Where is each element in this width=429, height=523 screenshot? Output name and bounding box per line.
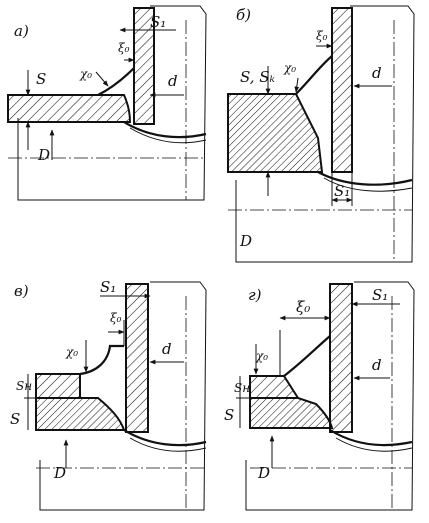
panel-b-letter: б) <box>236 6 251 24</box>
panel-v-sn-label: Sн <box>16 379 32 393</box>
panel-g: г) ξ₀ S₁ χ₀ Sн S d D <box>224 281 415 511</box>
panel-a-weld-fillet <box>97 67 135 96</box>
panel-v-xi-label: ξ₀ <box>110 311 122 325</box>
panel-g-d-label: d <box>372 356 382 374</box>
panel-v: в) S₁ ξ₀ χ₀ Sн S d D <box>10 278 207 511</box>
panel-b-xi-label: ξ₀ <box>316 29 328 43</box>
panel-g-weld-fillet <box>283 335 331 377</box>
panel-a-bore-curve <box>123 121 207 139</box>
panel-g-s-label: S <box>224 406 234 424</box>
panel-a-s-label: S <box>36 70 46 88</box>
panel-v-bore-curve <box>123 429 207 447</box>
panel-g-letter: г) <box>248 286 262 304</box>
panel-a-frame <box>17 5 207 201</box>
panel-v-s1-label: S₁ <box>100 278 116 296</box>
panel-g-bore-curve <box>329 429 413 447</box>
panel-a: а) S₁ ξ₀ S χ₀ d D <box>7 5 207 201</box>
panel-g-s1-label: S₁ <box>372 286 388 304</box>
panel-g-frame <box>245 281 415 511</box>
panel-b-s1-label: S₁ <box>334 182 350 200</box>
panel-v-nozzle-wall <box>125 283 149 433</box>
panel-a-s1-label: S₁ <box>150 13 166 31</box>
panel-a-D-label: D <box>37 146 50 164</box>
panel-a-letter: а) <box>14 22 29 40</box>
panel-v-frame <box>39 281 207 511</box>
panel-g-bore-curve-2 <box>335 437 413 452</box>
panel-v-D-label: D <box>53 464 66 482</box>
panel-g-chi-label: χ₀ <box>255 349 268 363</box>
panel-b-bore-curve <box>317 171 413 186</box>
panel-g-nozzle-wall <box>329 283 353 433</box>
panel-v-letter: в) <box>14 282 29 300</box>
panel-b-D-label: D <box>239 232 252 250</box>
panel-v-bore-curve-2 <box>129 437 207 452</box>
panel-v-s-label: S <box>10 410 20 428</box>
panel-g-sn-label: Sн <box>234 381 250 395</box>
panel-a-bore-curve-2 <box>129 127 207 144</box>
panel-v-chi-label: χ₀ <box>65 345 78 359</box>
panel-b-chi-label: χ₀ <box>283 61 296 75</box>
panel-v-reinforcing-ring <box>35 373 81 399</box>
panel-b-chi-leader <box>294 77 300 93</box>
panel-a-d-label: d <box>168 72 178 90</box>
panel-a-shell-plate <box>7 94 132 123</box>
panel-b-d-label: d <box>372 64 382 82</box>
panel-g-shell-plate <box>249 397 334 429</box>
panel-g-reinforcing-ring <box>249 375 300 399</box>
panel-v-weld-fillet <box>79 344 124 376</box>
panel-v-d-label: d <box>162 340 172 358</box>
panel-b-nozzle-wall <box>331 7 353 173</box>
panel-v-shell-plate <box>35 397 126 431</box>
panel-b-s-label: S, Sₖ <box>240 68 276 86</box>
panel-b-frame <box>235 5 415 263</box>
panel-b-weld-fillet <box>295 55 333 95</box>
panel-g-xi-label: ξ₀ <box>296 298 310 316</box>
panel-a-chi-leader <box>95 71 109 87</box>
panel-a-xi-label: ξ₀ <box>118 41 130 55</box>
panel-b: б) ξ₀ χ₀ S, Sₖ d S₁ D <box>227 5 415 263</box>
panel-b-shell-plate <box>227 93 324 173</box>
panel-b-bore-curve-2 <box>323 177 413 192</box>
panel-g-D-label: D <box>257 464 270 482</box>
panel-a-chi-label: χ₀ <box>79 67 92 81</box>
